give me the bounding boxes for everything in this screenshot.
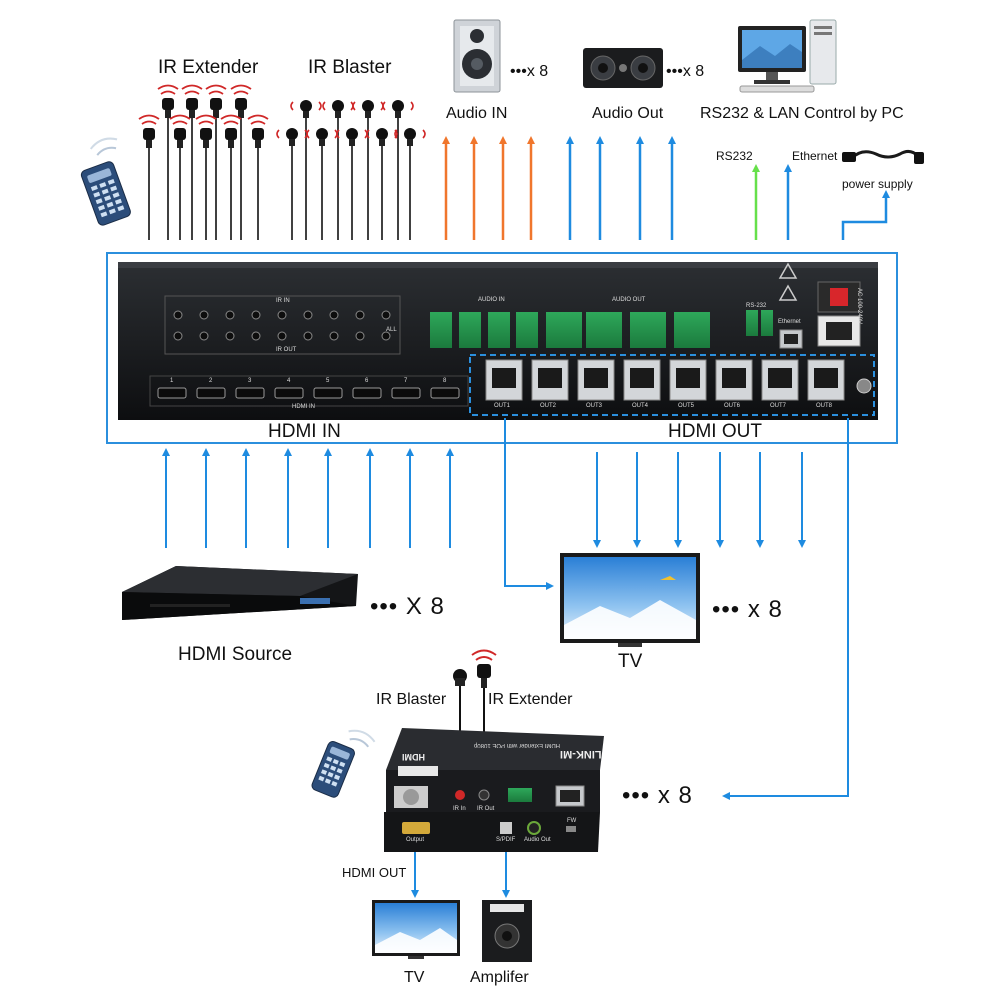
receiver-ir-out-label: IR Out [477, 806, 495, 812]
ir-extender-group [138, 84, 269, 240]
panel-ir-in-label: IR IN [276, 298, 290, 304]
power-cable-icon [842, 149, 924, 164]
receiver-model: HDMI Extender with POE 1080p [474, 742, 561, 748]
ir-blaster-label: IR Blaster [308, 57, 392, 78]
ir-extender-label: IR Extender [158, 57, 259, 78]
panel-out-label: OUT7 [770, 403, 787, 409]
hdmi-out-to-receiver-arrow [722, 418, 849, 800]
receiver-hdmi-out-label: HDMI OUT [342, 865, 407, 880]
panel-all-label: ALL [386, 327, 397, 333]
hdmi-source-label: HDMI Source [178, 644, 293, 665]
matrix-switch-rear-panel [118, 262, 878, 420]
receiver-hdmi-logo: HDMI [402, 752, 425, 762]
audio-out-multiplier: •••x 8 [666, 63, 705, 80]
receiver-fw-label: FW [567, 818, 577, 824]
panel-out-label: OUT1 [494, 403, 511, 409]
hdmi-out-to-tv-arrow [504, 418, 554, 590]
power-arrow [841, 190, 890, 240]
panel-out-label: OUT3 [586, 403, 603, 409]
receiver-brand: LINK-MI [560, 748, 602, 760]
receiver-remote-icon [311, 729, 376, 798]
panel-port-number: 3 [248, 378, 252, 384]
panel-port-number: 4 [287, 378, 291, 384]
receiver-tv-device [372, 900, 460, 959]
hdmi-in-label: HDMI IN [268, 421, 341, 442]
ethernet-label: Ethernet [792, 149, 838, 163]
panel-out-label: OUT4 [632, 403, 649, 409]
remote-control-icon [80, 137, 131, 226]
source-multiplier: ••• X 8 [370, 593, 445, 620]
receiver-audio-out-label: Audio Out [524, 837, 551, 843]
panel-port-number: 2 [209, 378, 213, 384]
power-supply-label: power supply [842, 177, 913, 191]
center-speaker-icon [583, 48, 663, 88]
panel-out-label: OUT5 [678, 403, 695, 409]
ir-blaster-group [276, 100, 426, 240]
amplifier-device [482, 900, 532, 962]
audio-in-arrows [442, 136, 535, 240]
panel-audio-in-label: AUDIO IN [478, 297, 505, 303]
panel-out-label: OUT2 [540, 403, 557, 409]
panel-out-label: OUT8 [816, 403, 833, 409]
receiver-ir-in-label: IR In [453, 806, 466, 812]
main-unit-frame [106, 252, 898, 444]
pc-icon [738, 19, 837, 93]
panel-port-number: 8 [443, 378, 447, 384]
audio-out-arrows [566, 136, 676, 240]
panel-port-number: 6 [365, 378, 369, 384]
receiver-spdif-label: S/PDIF [496, 837, 516, 843]
tv-device [560, 553, 700, 647]
panel-ac-label: AC 100-240V [856, 288, 862, 325]
speaker-icon [453, 19, 501, 93]
receiver-ir-extender-label: IR Extender [488, 691, 573, 708]
panel-port-number: 7 [404, 378, 408, 384]
panel-ir-out-label: IR OUT [276, 347, 297, 353]
panel-port-number: 1 [170, 378, 174, 384]
receiver-multiplier: ••• x 8 [622, 782, 693, 809]
receiver-output-label: Output [406, 837, 425, 843]
receiver-ir-blaster-label: IR Blaster [376, 691, 447, 708]
hdmi-source-device [122, 566, 358, 620]
pc-control-label: RS232 & LAN Control by PC [700, 105, 904, 122]
hdmi-out-label: HDMI OUT [668, 421, 762, 442]
panel-audio-out-label: AUDIO OUT [612, 297, 646, 303]
audio-out-label: Audio Out [592, 105, 664, 122]
tv-multiplier: ••• x 8 [712, 596, 783, 623]
receiver-tv-label: TV [404, 969, 425, 986]
speaker-multiplier: •••x 8 [510, 63, 549, 80]
amplifier-label: Amplifer [470, 969, 529, 986]
tv-label: TV [618, 651, 643, 672]
panel-ethernet-label: Ethernet [778, 319, 801, 325]
panel-rs232-label: RS-232 [746, 303, 767, 309]
hdmi-extender-receiver [384, 728, 604, 852]
panel-out-label: OUT6 [724, 403, 741, 409]
hdmi-out-arrows [593, 452, 806, 548]
panel-hdmi-in-label: HDMI IN [292, 404, 315, 410]
rs232-label: RS232 [716, 149, 753, 163]
hdmi-in-arrows [162, 448, 454, 548]
panel-port-number: 5 [326, 378, 330, 384]
audio-in-label: Audio IN [446, 105, 508, 122]
